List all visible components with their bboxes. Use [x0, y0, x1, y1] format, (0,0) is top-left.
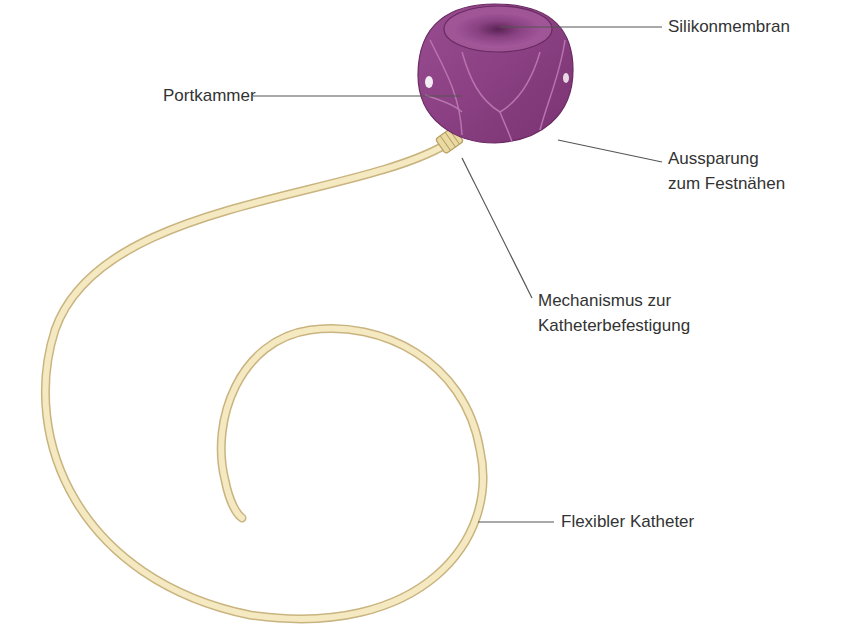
catheter: [45, 145, 483, 619]
port-chamber: [418, 4, 573, 143]
part-label: Portkammer: [163, 83, 256, 108]
leader-lines: [253, 27, 662, 522]
part-label: Aussparung zum Festnähen: [668, 146, 789, 196]
part-label: Silikonmembran: [668, 14, 790, 39]
part-label: Flexibler Katheter: [561, 509, 694, 534]
part-label: Mechanismus zur Katheterbefestigung: [538, 288, 706, 338]
